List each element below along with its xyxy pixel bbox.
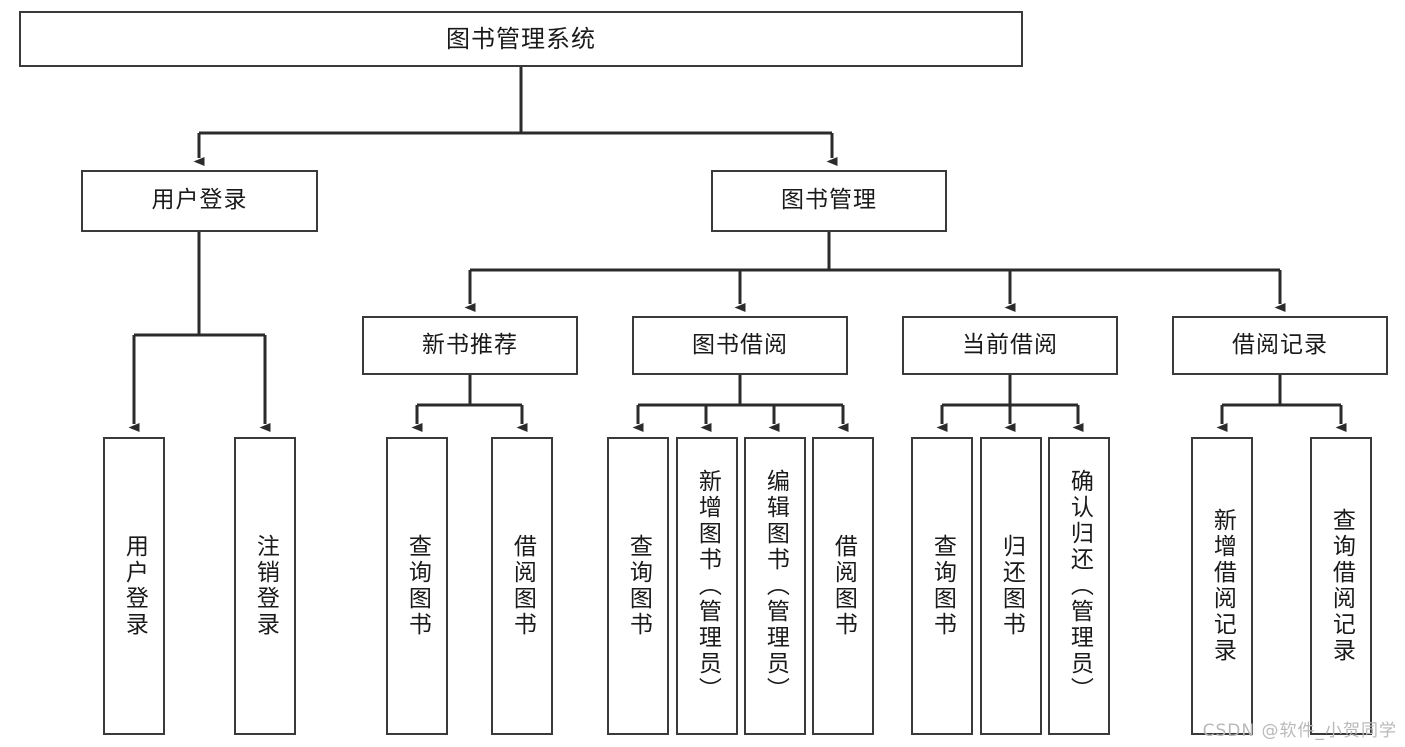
leaf-borrow-borrow-book[interactable]: 借阅图书 <box>812 437 874 735</box>
node-book-management-label: 图书管理 <box>781 187 877 214</box>
node-current-borrow[interactable]: 当前借阅 <box>902 316 1118 375</box>
leaf-label: 查询图书 <box>404 534 431 638</box>
leaf-label: 借阅图书 <box>509 534 536 638</box>
leaf-current-confirm-return-admin[interactable]: 确认归还（管理员） <box>1048 437 1110 735</box>
leaf-newbook-query-book[interactable]: 查询图书 <box>386 437 448 735</box>
leaf-current-query-book[interactable]: 查询图书 <box>911 437 973 735</box>
node-user-login[interactable]: 用户登录 <box>81 170 318 232</box>
node-book-management[interactable]: 图书管理 <box>711 170 947 232</box>
leaf-label: 新增图书（管理员） <box>694 469 721 703</box>
leaf-record-query-borrow-record[interactable]: 查询借阅记录 <box>1310 437 1372 735</box>
leaf-login-user-login[interactable]: 用户登录 <box>103 437 165 735</box>
node-new-book-recommend[interactable]: 新书推荐 <box>362 316 578 375</box>
leaf-current-return-book[interactable]: 归还图书 <box>980 437 1042 735</box>
leaf-label: 注销登录 <box>252 534 279 638</box>
node-root[interactable]: 图书管理系统 <box>19 11 1023 67</box>
csdn-watermark: CSDN @软件_小贺同学 <box>1202 721 1397 741</box>
leaf-newbook-borrow-book[interactable]: 借阅图书 <box>491 437 553 735</box>
leaf-label: 借阅图书 <box>830 534 857 638</box>
leaf-record-add-borrow-record[interactable]: 新增借阅记录 <box>1191 437 1253 735</box>
leaf-label: 查询借阅记录 <box>1328 508 1355 664</box>
node-borrow-record[interactable]: 借阅记录 <box>1172 316 1388 375</box>
leaf-label: 新增借阅记录 <box>1209 508 1236 664</box>
leaf-borrow-add-book-admin[interactable]: 新增图书（管理员） <box>676 437 738 735</box>
node-new-book-recommend-label: 新书推荐 <box>422 331 518 358</box>
leaf-label: 用户登录 <box>121 534 148 638</box>
node-borrow-record-label: 借阅记录 <box>1232 331 1328 358</box>
node-book-borrow-label: 图书借阅 <box>692 331 788 358</box>
leaf-label: 查询图书 <box>625 534 652 638</box>
leaf-login-logout[interactable]: 注销登录 <box>234 437 296 735</box>
leaf-label: 确认归还（管理员） <box>1066 469 1093 703</box>
leaf-borrow-query-book[interactable]: 查询图书 <box>607 437 669 735</box>
leaf-borrow-edit-book-admin[interactable]: 编辑图书（管理员） <box>744 437 806 735</box>
node-user-login-label: 用户登录 <box>151 187 248 214</box>
leaf-label: 编辑图书（管理员） <box>762 469 789 703</box>
leaf-label: 查询图书 <box>929 534 956 638</box>
node-root-label: 图书管理系统 <box>446 24 596 53</box>
node-current-borrow-label: 当前借阅 <box>962 331 1058 358</box>
node-book-borrow[interactable]: 图书借阅 <box>632 316 848 375</box>
leaf-label: 归还图书 <box>998 534 1025 638</box>
